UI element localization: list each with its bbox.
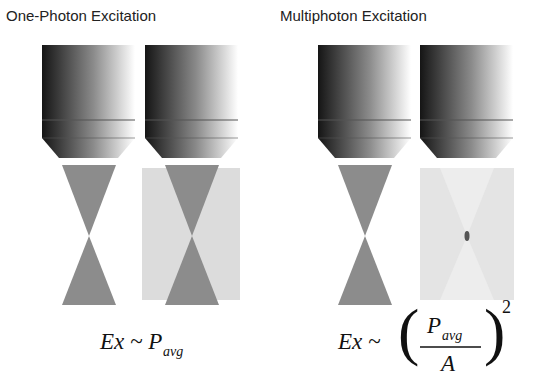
formula-subscript: avg	[442, 329, 462, 343]
formula-subscript: avg	[163, 345, 183, 359]
formula-text: Ex ~	[338, 330, 380, 353]
panel-heading: One-Photon Excitation	[6, 8, 156, 23]
objective-lens	[318, 45, 411, 158]
formula-text: A	[441, 352, 455, 375]
sample-block	[420, 168, 514, 300]
formula-text: Ex ~ P	[100, 330, 162, 353]
formula-exponent: 2	[502, 298, 511, 316]
objective-lens	[42, 45, 135, 158]
focal-spot	[465, 231, 470, 241]
panel-heading: Multiphoton Excitation	[280, 8, 427, 23]
focused-beam	[440, 168, 494, 300]
formula-text: P	[427, 314, 441, 337]
focused-beam	[338, 165, 392, 305]
focused-beam	[62, 165, 116, 305]
formula-parenthesis: (	[398, 300, 419, 364]
focused-beam	[165, 165, 219, 305]
objective-lens	[145, 45, 238, 158]
objective-lens	[420, 45, 513, 158]
fraction-bar	[420, 346, 481, 347]
